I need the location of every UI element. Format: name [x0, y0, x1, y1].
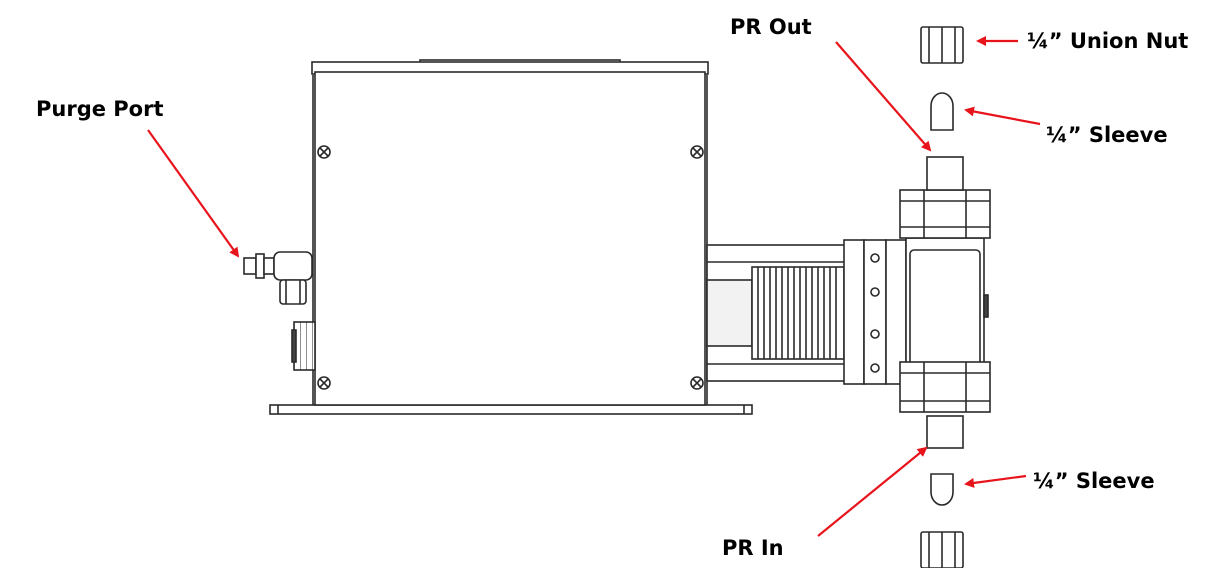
sleeve-bottom-label: ¼” Sleeve: [1033, 469, 1155, 493]
sleeve-bottom-icon: [930, 473, 954, 506]
top-hex-nut: [899, 189, 991, 239]
purge-port-fitting: [243, 251, 313, 305]
main-housing: [311, 59, 709, 406]
screw-icon: [317, 376, 331, 390]
base-plate: [269, 404, 753, 415]
pr-out-stem: [926, 156, 964, 191]
pr-in-stem: [926, 415, 964, 449]
union-nut-bottom-icon: [920, 531, 964, 568]
pr-out-arrow: [835, 41, 932, 152]
pr-in-label: PR In: [722, 536, 784, 560]
screw-icon: [690, 376, 704, 390]
sleeve-top-label: ¼” Sleeve: [1046, 123, 1168, 147]
pr-out-label: PR Out: [730, 15, 812, 39]
purge-port-label: Purge Port: [36, 97, 164, 121]
pr-in-arrow: [817, 446, 928, 537]
sleeve-bottom-arrow: [964, 474, 1027, 488]
screw-icon: [317, 145, 331, 159]
sleeve-top-arrow: [964, 106, 1041, 126]
sleeve-top-icon: [930, 92, 954, 131]
electrical-connector: [291, 321, 316, 371]
screw-icon: [690, 145, 704, 159]
union-nut-icon: [920, 26, 964, 64]
purge-port-arrow: [147, 129, 240, 258]
bottom-hex-nut: [899, 361, 991, 413]
union-nut-label: ¼” Union Nut: [1027, 29, 1189, 53]
flange: [843, 239, 907, 385]
bellows: [751, 266, 845, 360]
